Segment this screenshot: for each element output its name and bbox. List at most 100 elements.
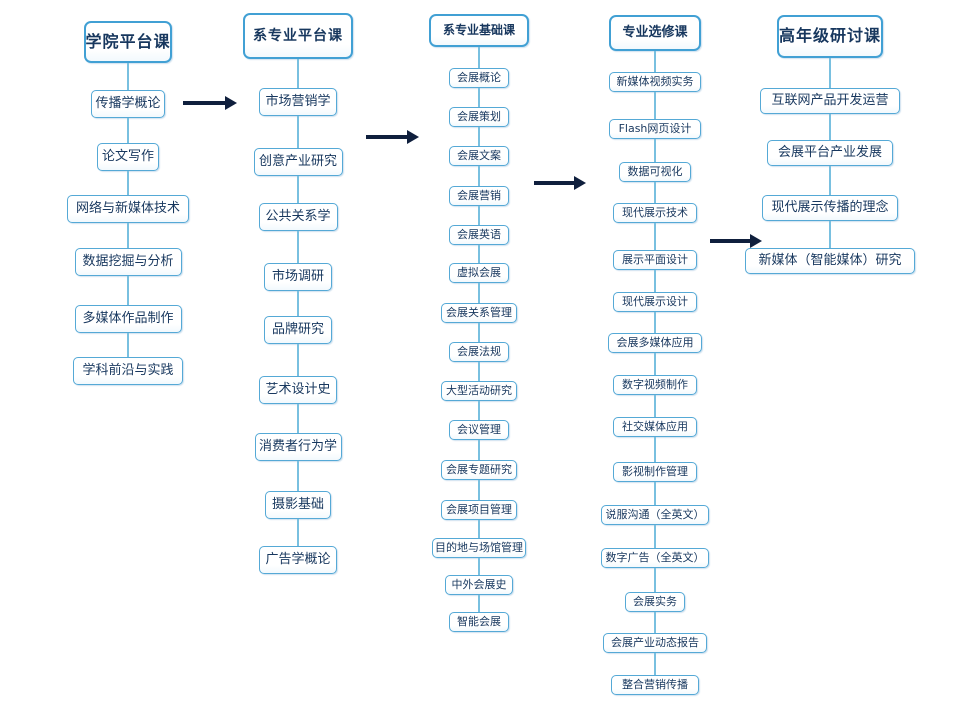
connector-line	[829, 221, 831, 248]
course-box-senior-seminar-2: 会展平台产业发展	[767, 140, 893, 166]
connector-line	[478, 595, 480, 612]
course-box-senior-seminar-3: 现代展示传播的理念	[762, 195, 898, 221]
connector-line	[478, 440, 480, 460]
course-box-electives-1: 新媒体视频实务	[609, 72, 701, 92]
connector-line	[478, 401, 480, 420]
connector-line	[127, 333, 129, 357]
arrow-foundation-to-electives	[534, 175, 586, 191]
course-box-college-platform-1: 传播学概论	[91, 90, 165, 118]
course-box-dept-foundation-12: 会展项目管理	[441, 500, 517, 520]
connector-line	[127, 63, 129, 90]
course-box-electives-12: 数字广告（全英文）	[601, 548, 709, 568]
column-header-dept-foundation: 系专业基础课	[429, 14, 529, 47]
course-box-electives-9: 社交媒体应用	[613, 417, 697, 437]
course-box-college-platform-3: 网络与新媒体技术	[67, 195, 189, 223]
connector-line	[127, 171, 129, 195]
connector-line	[654, 270, 656, 292]
connector-line	[297, 231, 299, 263]
right-arrow-head-icon	[225, 96, 237, 110]
course-box-electives-4: 现代展示技术	[613, 203, 697, 223]
course-box-dept-foundation-4: 会展营销	[449, 186, 509, 206]
connector-line	[654, 92, 656, 119]
column-header-electives: 专业选修课	[609, 15, 701, 51]
connector-line	[478, 206, 480, 225]
course-box-electives-2: Flash网页设计	[609, 119, 701, 139]
course-box-dept-platform-3: 公共关系学	[258, 203, 338, 231]
arrow-dept-to-foundation	[366, 129, 419, 145]
right-arrow-shaft	[534, 181, 576, 185]
connector-line	[654, 223, 656, 250]
connector-line	[478, 245, 480, 263]
connector-line	[654, 568, 656, 592]
connector-line	[297, 519, 299, 546]
connector-line	[127, 118, 129, 143]
course-box-electives-11: 说服沟通（全英文）	[601, 505, 709, 525]
course-box-electives-13: 会展实务	[625, 592, 685, 612]
course-box-electives-7: 会展多媒体应用	[608, 333, 702, 353]
course-box-dept-foundation-2: 会展策划	[449, 107, 509, 127]
connector-line	[478, 47, 480, 68]
course-box-electives-5: 展示平面设计	[613, 250, 697, 270]
connector-line	[127, 223, 129, 248]
connector-line	[297, 461, 299, 491]
course-box-electives-15: 整合营销传播	[611, 675, 699, 695]
course-box-dept-foundation-13: 目的地与场馆管理	[432, 538, 526, 558]
course-box-dept-platform-6: 艺术设计史	[259, 376, 337, 404]
connector-line	[654, 139, 656, 162]
course-box-dept-platform-4: 市场调研	[264, 263, 332, 291]
course-box-dept-platform-7: 消费者行为学	[254, 433, 342, 461]
course-box-dept-foundation-1: 会展概论	[449, 68, 509, 88]
column-header-college-platform: 学院平台课	[84, 21, 172, 63]
course-box-dept-platform-8: 摄影基础	[265, 491, 331, 519]
course-box-college-platform-2: 论文写作	[97, 143, 159, 171]
connector-line	[654, 612, 656, 633]
connector-line	[478, 480, 480, 500]
course-box-electives-14: 会展产业动态报告	[603, 633, 707, 653]
course-box-dept-foundation-6: 虚拟会展	[449, 263, 509, 283]
right-arrow-shaft	[183, 101, 227, 105]
right-arrow-head-icon	[407, 130, 419, 144]
connector-line	[297, 291, 299, 316]
connector-line	[297, 59, 299, 88]
arrow-electives-to-seminar	[710, 233, 762, 249]
course-box-dept-foundation-7: 会展关系管理	[441, 303, 517, 323]
course-box-dept-foundation-15: 智能会展	[449, 612, 509, 632]
course-box-college-platform-6: 学科前沿与实践	[73, 357, 183, 385]
course-box-dept-platform-2: 创意产业研究	[253, 148, 343, 176]
connector-line	[478, 166, 480, 186]
connector-line	[478, 520, 480, 538]
course-box-dept-platform-1: 市场营销学	[259, 88, 337, 116]
connector-line	[654, 437, 656, 462]
course-box-electives-8: 数字视频制作	[613, 375, 697, 395]
course-box-college-platform-4: 数据挖掘与分析	[74, 248, 182, 276]
course-box-dept-foundation-11: 会展专题研究	[441, 460, 517, 480]
course-box-senior-seminar-4: 新媒体（智能媒体）研究	[745, 248, 915, 274]
course-box-electives-10: 影视制作管理	[613, 462, 697, 482]
course-box-dept-foundation-10: 会议管理	[449, 420, 509, 440]
column-header-dept-platform: 系专业平台课	[243, 13, 353, 59]
course-box-dept-platform-9: 广告学概论	[259, 546, 337, 574]
connector-line	[654, 182, 656, 203]
connector-line	[478, 558, 480, 575]
right-arrow-shaft	[710, 239, 752, 243]
course-box-electives-6: 现代展示设计	[613, 292, 697, 312]
connector-line	[297, 116, 299, 148]
column-header-senior-seminar: 高年级研讨课	[777, 15, 883, 58]
connector-line	[829, 166, 831, 195]
arrow-college-to-dept	[183, 95, 237, 111]
connector-line	[654, 395, 656, 417]
connector-line	[654, 482, 656, 505]
connector-line	[654, 312, 656, 333]
connector-line	[478, 323, 480, 342]
course-box-college-platform-5: 多媒体作品制作	[74, 305, 182, 333]
connector-line	[654, 51, 656, 72]
connector-line	[478, 88, 480, 107]
course-box-electives-3: 数据可视化	[619, 162, 691, 182]
connector-line	[829, 58, 831, 88]
connector-line	[478, 283, 480, 303]
connector-line	[478, 362, 480, 381]
connector-line	[478, 127, 480, 146]
course-box-dept-foundation-3: 会展文案	[449, 146, 509, 166]
connector-line	[654, 653, 656, 675]
right-arrow-shaft	[366, 135, 409, 139]
